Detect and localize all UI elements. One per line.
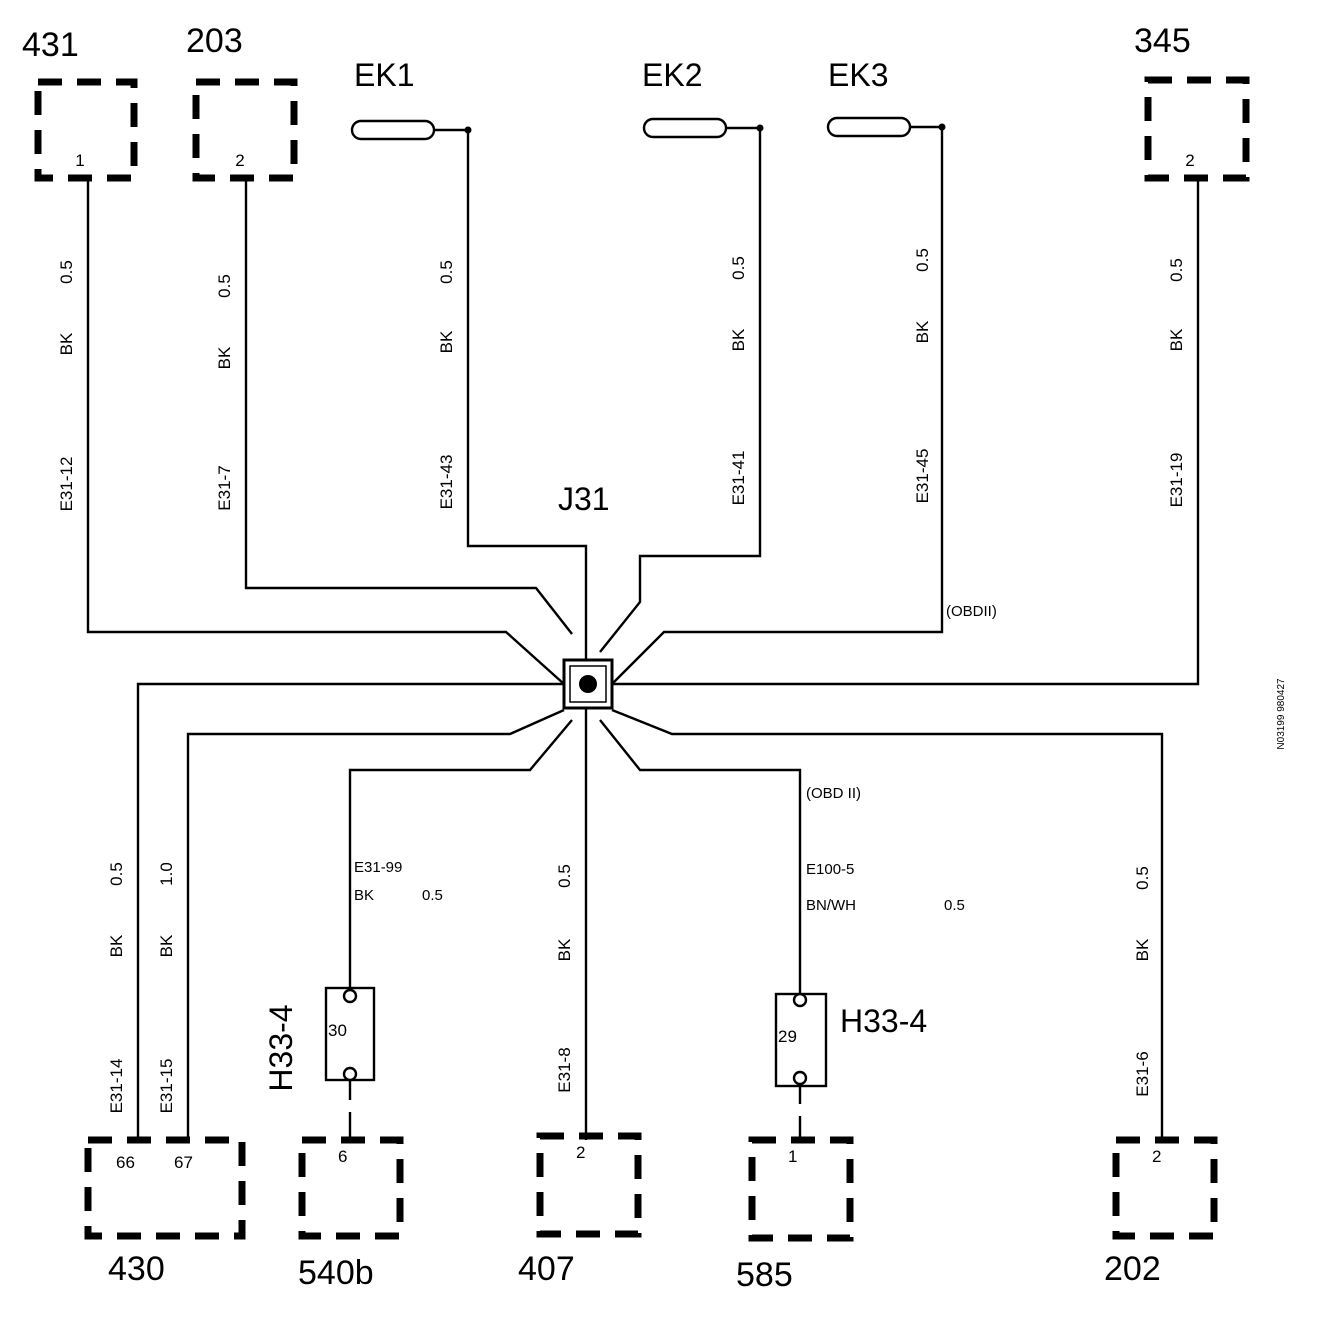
connector-h33-4-right: 29 H33-4 [774,992,927,1088]
wire-color-e31-43: BK [437,330,456,353]
wire-e31-6 [611,708,1164,1140]
wire-size-e31-45: 0.5 [913,248,932,272]
ground-ek3: EK3 [826,57,946,138]
wire-color-e31-8: BK [555,938,574,961]
component-540b-pin: 6 [338,1147,347,1166]
component-585-label: 585 [736,1256,793,1294]
wire-e31-15 [186,708,565,1140]
component-203: 203 2 [186,22,298,182]
component-431-pin: 1 [75,151,84,170]
component-430-pin-a: 66 [116,1153,135,1172]
wire-circuit-e31-41: E31-41 [729,451,748,506]
connector-h33-4-left-pin: 30 [328,1021,347,1040]
component-585: 1 585 [736,1136,854,1294]
connector-h33-4-right-pin: 29 [778,1027,797,1046]
wire-size-e31-41: 0.5 [729,256,748,280]
ground-ek2-label: EK2 [642,57,702,93]
wire-e31-41 [599,128,762,653]
splice-j31: J31 [558,481,614,710]
ground-ek3-label: EK3 [828,57,888,93]
wire-color-e31-15: BK [157,934,176,957]
reference-number: N03199 980427 [1276,678,1287,750]
component-431-label: 431 [22,26,79,64]
wire-circuit-e100-5: E100-5 [806,861,854,878]
component-585-pin: 1 [788,1147,797,1166]
wire-e31-19 [612,178,1200,686]
component-345: 345 2 [1134,22,1250,182]
wire-circuit-e31-7: E31-7 [215,465,234,510]
component-203-pin: 2 [235,151,244,170]
wire-labels-top: 0.5 BK E31-12 0.5 BK E31-7 0.5 BK E31-43… [57,248,1186,511]
wire-size-e31-7: 0.5 [215,274,234,298]
wire-e31-7 [244,178,573,635]
wire-circuit-e31-99: E31-99 [354,859,402,876]
wire-e31-45 [611,127,944,685]
connector-h33-4-left: 30 H33-4 [263,986,376,1092]
wire-circuit-e31-43: E31-43 [437,455,456,510]
wire-color-e31-19: BK [1167,328,1186,351]
ground-ek1: EK1 [350,57,472,141]
component-540b-label: 540b [298,1254,374,1292]
obd-note-bottom: (OBD II) [806,785,861,802]
component-431: 431 1 [22,26,138,182]
splice-j31-label: J31 [558,481,610,517]
component-430-label: 430 [108,1250,165,1288]
obd-note-top: (OBDII) [946,603,997,620]
wire-color-e31-41: BK [729,328,748,351]
component-202: 2 202 [1104,1136,1218,1288]
wire-size-e100-5: 0.5 [944,897,965,914]
wire-e31-43 [466,130,588,684]
ground-ek2: EK2 [642,57,764,139]
wire-size-e31-99: 0.5 [422,887,443,904]
ground-ek1-label: EK1 [354,57,414,93]
connector-h33-4-left-label: H33-4 [263,1004,299,1091]
component-430-pin-b: 67 [174,1153,193,1172]
wire-circuit-e31-14: E31-14 [107,1059,126,1114]
component-407-pin: 2 [576,1143,585,1162]
wire-color-e31-6: BK [1133,938,1152,961]
wire-e31-99 [348,719,573,1140]
wire-size-e31-43: 0.5 [437,260,456,284]
wire-size-e31-15: 1.0 [157,862,176,886]
wire-size-e31-19: 0.5 [1167,258,1186,282]
wire-color-e100-5: BN/WH [806,897,856,914]
wire-size-e31-12: 0.5 [57,260,76,284]
wire-color-e31-12: BK [57,332,76,355]
component-540b: 6 540b [298,1136,404,1292]
connector-h33-4-right-label: H33-4 [840,1003,927,1039]
component-407-label: 407 [518,1250,575,1288]
wire-color-e31-45: BK [913,320,932,343]
wire-size-e31-8: 0.5 [555,864,574,888]
wire-color-e31-99: BK [354,887,374,904]
wire-size-e31-14: 0.5 [107,862,126,886]
wire-labels-bottom: 0.5 BK E31-14 1.0 BK E31-15 E31-99 BK 0.… [107,859,1152,1113]
wire-size-e31-6: 0.5 [1133,866,1152,890]
component-345-pin: 2 [1185,151,1194,170]
component-202-label: 202 [1104,1250,1161,1288]
wire-e31-12 [86,178,565,685]
wire-color-e31-7: BK [215,346,234,369]
component-202-pin: 2 [1152,1147,1161,1166]
wire-circuit-e31-12: E31-12 [57,457,76,512]
wire-circuit-e31-45: E31-45 [913,449,932,504]
wire-circuit-e31-8: E31-8 [555,1047,574,1092]
wire-e100-5 [599,719,802,1140]
component-203-label: 203 [186,22,243,60]
wire-circuit-e31-6: E31-6 [1133,1051,1152,1096]
component-430: 66 67 430 [84,1136,246,1288]
component-407: 2 407 [518,1132,642,1288]
wire-circuit-e31-15: E31-15 [157,1059,176,1114]
wire-circuit-e31-19: E31-19 [1167,453,1186,508]
component-345-label: 345 [1134,22,1191,60]
wire-e31-14 [136,682,564,1140]
wire-color-e31-14: BK [107,934,126,957]
